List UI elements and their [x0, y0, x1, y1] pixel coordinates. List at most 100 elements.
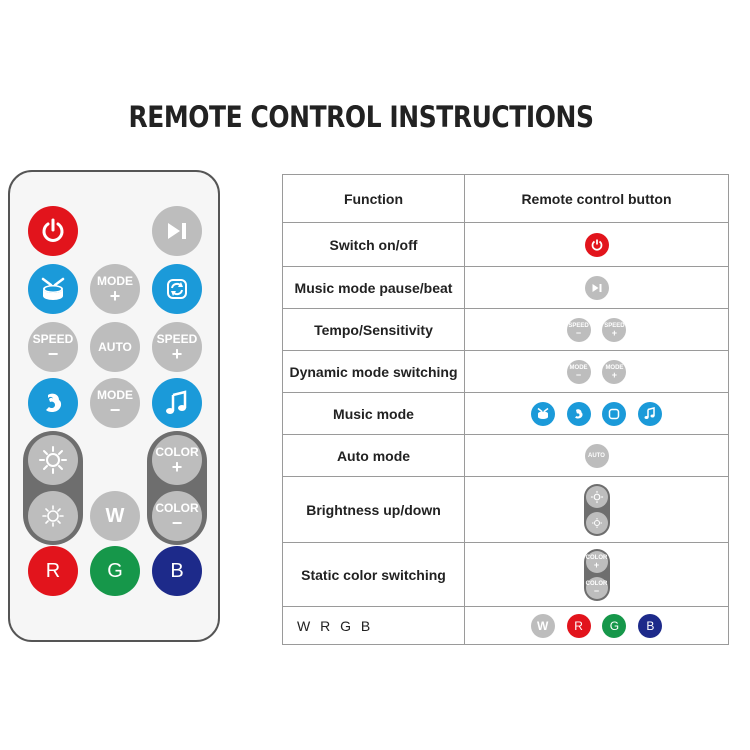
color-minus-label: COLOR [155, 500, 199, 515]
mode-minus-button[interactable]: MODE − [90, 378, 140, 428]
button-cell: COLOR+ COLOR− [464, 542, 729, 607]
table-row: Tempo/Sensitivity SPEED− SPEED+ [282, 308, 729, 351]
table-header-row: Function Remote control button [282, 174, 729, 223]
music-mode-arm-button[interactable] [28, 378, 78, 428]
drum-icon [530, 401, 555, 426]
music-note-icon [166, 390, 187, 414]
button-cell: MODE− MODE+ [464, 350, 729, 393]
remote-control: MODE + SPEED − AUTO SPEED + MODE − [8, 170, 220, 642]
plus-sign: + [109, 285, 121, 306]
color-plus-mini: COLOR+ [585, 550, 608, 573]
g-label: G [107, 559, 123, 582]
color-minus-mini: COLOR− [585, 576, 608, 599]
cycle-icon [167, 279, 187, 299]
color-mini-pill: COLOR+ COLOR− [583, 548, 610, 601]
b-label: B [170, 559, 184, 582]
cycle-icon [602, 401, 627, 426]
arm-icon [566, 401, 591, 426]
brightness-pill [23, 431, 83, 545]
function-label: Switch on/off [282, 222, 465, 267]
table-row: Music mode [282, 392, 729, 435]
function-label: Dynamic mode switching [282, 350, 465, 393]
arm-icon [46, 393, 62, 413]
mode-plus-button[interactable]: MODE + [90, 264, 140, 314]
brightness-down-button[interactable] [28, 491, 78, 541]
button-cell [464, 476, 729, 543]
table-row: Dynamic mode switching MODE− MODE+ [282, 350, 729, 393]
w-label: W [105, 504, 125, 527]
function-label: Tempo/Sensitivity [282, 308, 465, 351]
function-label: Auto mode [282, 434, 465, 477]
function-label: W R G B [282, 606, 465, 645]
minus-sign: − [171, 512, 183, 533]
g-mini: G [602, 613, 627, 638]
brightness-up-button[interactable] [28, 435, 78, 485]
mode-plus-label: MODE [97, 273, 133, 288]
auto-label: AUTO [98, 339, 132, 354]
sun-small-icon [585, 511, 608, 534]
w-button[interactable]: W [90, 491, 140, 541]
table-row: Switch on/off [282, 222, 729, 267]
b-button[interactable]: B [152, 546, 202, 596]
plus-sign: + [171, 343, 183, 364]
mode-plus-mini: MODE+ [602, 359, 627, 384]
button-cell: SPEED− SPEED+ [464, 308, 729, 351]
button-cell: AUTO [464, 434, 729, 477]
r-mini: R [566, 613, 591, 638]
drum-icon [41, 277, 65, 300]
r-label: R [45, 559, 61, 582]
color-plus-button[interactable]: COLOR + [152, 435, 202, 485]
button-cell [464, 266, 729, 309]
music-mode-cycle-button[interactable] [152, 264, 202, 314]
power-button[interactable] [28, 206, 78, 256]
w-mini: W [530, 613, 555, 638]
page-title: REMOTE CONTROL INSTRUCTIONS [128, 100, 594, 134]
speed-minus-mini: SPEED− [566, 317, 591, 342]
instructions-table: Function Remote control button Switch on… [282, 174, 729, 645]
brightness-mini-pill [583, 483, 610, 536]
music-note-icon [638, 401, 663, 426]
power-icon [42, 218, 64, 242]
color-plus-label: COLOR [155, 444, 199, 459]
auto-mini: AUTO [584, 443, 609, 468]
color-pill: COLOR + COLOR − [147, 431, 207, 545]
header-function: Function [282, 174, 465, 223]
play-pause-icon [584, 275, 609, 300]
mode-minus-label: MODE [97, 387, 133, 402]
speed-minus-label: SPEED [32, 331, 74, 346]
auto-button[interactable]: AUTO [90, 322, 140, 372]
g-button[interactable]: G [90, 546, 140, 596]
minus-sign: − [47, 343, 59, 364]
header-button: Remote control button [464, 174, 729, 223]
table-row: Auto mode AUTO [282, 434, 729, 477]
r-button[interactable]: R [28, 546, 78, 596]
function-label: Music mode pause/beat [282, 266, 465, 309]
speed-plus-mini: SPEED+ [602, 317, 627, 342]
minus-sign: − [109, 399, 121, 420]
table-row: Brightness up/down [282, 476, 729, 543]
music-mode-note-button[interactable] [152, 378, 202, 428]
table-row: Music mode pause/beat [282, 266, 729, 309]
table-row: Static color switching COLOR+ COLOR− [282, 542, 729, 607]
table-row: W R G B W R G B [282, 606, 729, 645]
speed-plus-label: SPEED [156, 331, 198, 346]
speed-plus-button[interactable]: SPEED + [152, 322, 202, 372]
button-cell [464, 222, 729, 267]
button-cell: W R G B [464, 606, 729, 645]
speed-minus-button[interactable]: SPEED − [28, 322, 78, 372]
color-minus-button[interactable]: COLOR − [152, 491, 202, 541]
play-pause-icon [168, 223, 186, 239]
sun-large-icon [585, 485, 608, 508]
mode-minus-mini: MODE− [566, 359, 591, 384]
button-cell [464, 392, 729, 435]
function-label: Static color switching [282, 542, 465, 607]
b-mini: B [638, 613, 663, 638]
function-label: Music mode [282, 392, 465, 435]
play-pause-button[interactable] [152, 206, 202, 256]
music-mode-drum-button[interactable] [28, 264, 78, 314]
power-icon [584, 232, 609, 257]
function-label: Brightness up/down [282, 476, 465, 543]
sun-large-icon [39, 446, 67, 474]
sun-small-icon [42, 505, 64, 527]
plus-sign: + [171, 456, 183, 477]
